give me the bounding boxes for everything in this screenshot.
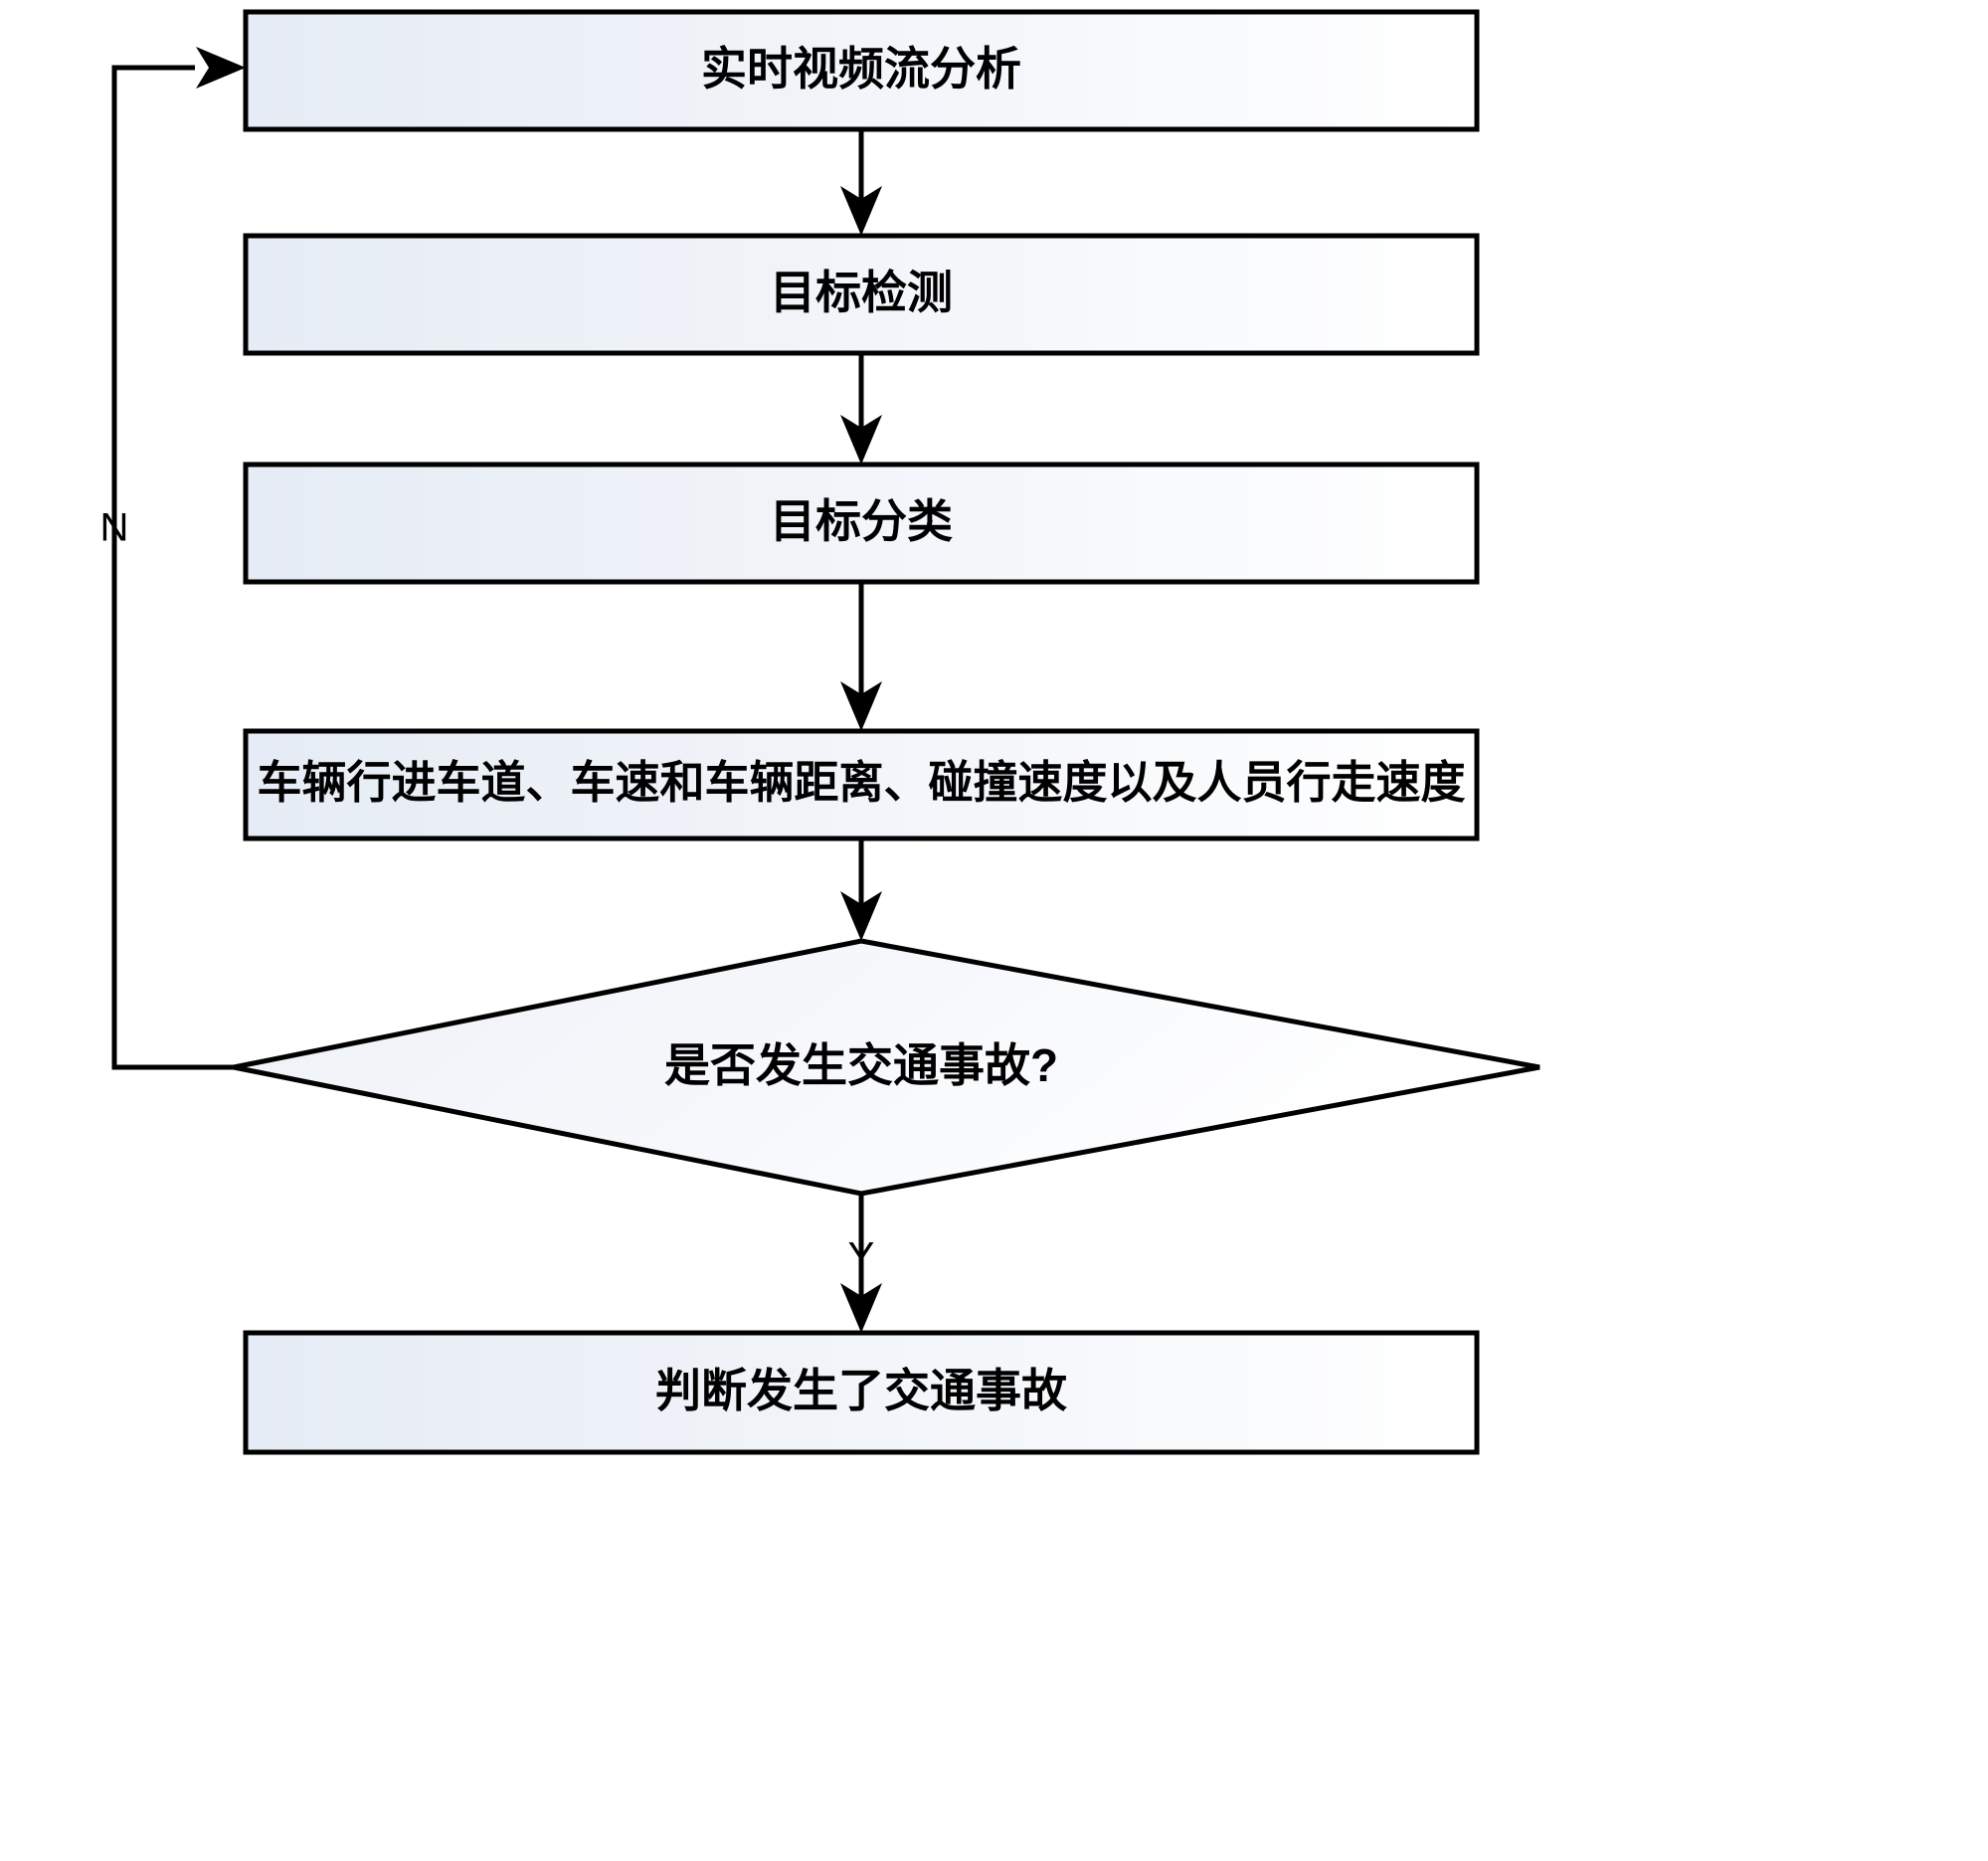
node-label-accident-decision: 是否发生交通事故? <box>664 1039 1058 1091</box>
node-label-video-analysis: 实时视频流分析 <box>701 43 1021 94</box>
node-object-detection[interactable]: 目标检测 <box>243 233 1480 356</box>
edge-detection-to-classification <box>840 353 882 465</box>
node-accident-decision[interactable]: 是否发生交通事故? <box>233 938 1540 1197</box>
edge-label-no: N <box>100 506 129 550</box>
edge-features-to-decision <box>840 838 882 941</box>
node-accident-confirmed[interactable]: 判断发生了交通事故 <box>243 1330 1480 1455</box>
node-label-accident-confirmed: 判断发生了交通事故 <box>655 1365 1067 1416</box>
node-real-time-video-analysis[interactable]: 实时视频流分析 <box>243 9 1480 132</box>
edge-decision-yes-to-result <box>840 1194 882 1333</box>
node-feature-measurements[interactable]: 车辆行进车道、车速和车辆距离、碰撞速度以及人员行走速度 <box>243 728 1480 841</box>
edge-video-to-detection <box>840 129 882 236</box>
edge-decision-no-loopback <box>111 47 246 1070</box>
edge-label-yes: Y <box>848 1235 875 1279</box>
node-label-feature-measurements: 车辆行进车道、车速和车辆距离、碰撞速度以及人员行走速度 <box>257 757 1465 808</box>
node-label-object-classification: 目标分类 <box>770 495 953 547</box>
edge-classification-to-features <box>840 582 882 731</box>
node-object-classification[interactable]: 目标分类 <box>243 462 1480 585</box>
node-label-object-detection: 目标检测 <box>770 267 953 318</box>
